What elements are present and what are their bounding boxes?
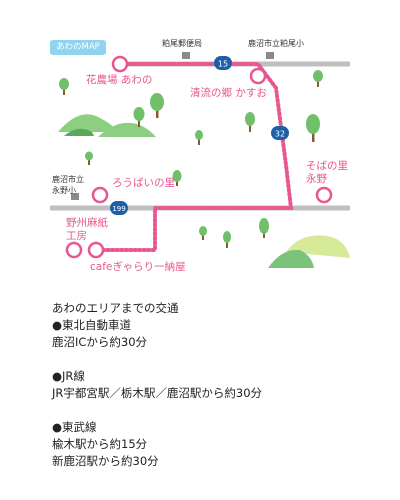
map-title: あわのMAP [50,40,106,55]
tree-icon [195,130,203,145]
school-nagano-label: 鹿沼市立 永野小 [52,175,84,195]
tree-icon [133,107,145,127]
place-label-rouba: ろうばいの里 [112,177,175,189]
hill-5 [268,249,314,268]
route-badge-199: 199 [110,201,128,215]
place-markers [65,55,333,259]
access-info: あわのエリアまでの交通 ●東北自動車道 鹿沼ICから約30分 ●JR線 JR宇都… [52,300,382,470]
tree-icon [313,70,323,87]
route-badges: 15 32 199 [110,56,289,215]
spacer [52,402,382,419]
tree-icon [259,218,269,238]
landmark-markers [71,52,274,200]
route-badge-15: 15 [214,56,232,70]
school-icon [71,193,79,200]
map-canvas: 15 32 199 [50,52,350,268]
post-office-icon [182,52,190,59]
tree-icon [150,93,164,118]
tree-icon [85,151,93,165]
place-label-hanano: 花農場 あわの [86,74,153,86]
svg-text:15: 15 [218,60,228,69]
access-section-title: ●東武線 [52,420,97,434]
place-label-sobanosato: そばの里 永野 [306,160,348,185]
place-label-kasuo: 清流の郷 かすお [190,87,267,99]
place-label-cafe: cafeぎゃらり一納屋 [90,261,186,273]
trees [59,70,323,248]
access-line: 楡木駅から約15分 [52,437,148,451]
tree-icon [306,114,320,142]
tree-icon [59,78,69,95]
area-map: 15 32 199 あわのMAP 粕尾郵便局 鹿沼市立粕尾小 鹿沼市立 永野小 … [50,39,350,273]
place-label-washi: 野州麻紙 工房 [66,217,108,242]
tree-icon [199,226,207,240]
access-line: JR宇都宮駅／栃木駅／鹿沼駅から約30分 [52,386,263,400]
place-marker-hanano [111,55,129,73]
school-icon [266,52,274,59]
spacer [52,351,382,368]
route-badge-32: 32 [271,126,289,140]
tree-icon [245,112,255,132]
post-office-label: 粕尾郵便局 [162,39,202,48]
hill-3 [64,128,94,136]
svg-text:199: 199 [112,205,125,213]
access-line: 新鹿沼駅から約30分 [52,454,159,468]
place-marker-rouba [91,186,109,204]
place-marker-sobanosato [315,186,333,204]
svg-text:32: 32 [275,130,285,139]
access-section-title: ●東北自動車道 [52,318,132,332]
access-heading: あわのエリアまでの交通 [52,301,179,315]
place-marker-cafe [87,241,105,259]
place-marker-washi [65,241,83,259]
hill-2 [98,122,156,137]
route-line [94,62,294,252]
access-section-title: ●JR線 [52,369,85,383]
tree-icon [223,231,231,248]
access-line: 鹿沼ICから約30分 [52,335,148,349]
school-kasuo-label: 鹿沼市立粕尾小 [248,39,304,48]
hills [58,114,350,268]
tree-icon [172,170,182,186]
hill-1 [58,114,118,132]
place-marker-kasuo [249,67,267,85]
